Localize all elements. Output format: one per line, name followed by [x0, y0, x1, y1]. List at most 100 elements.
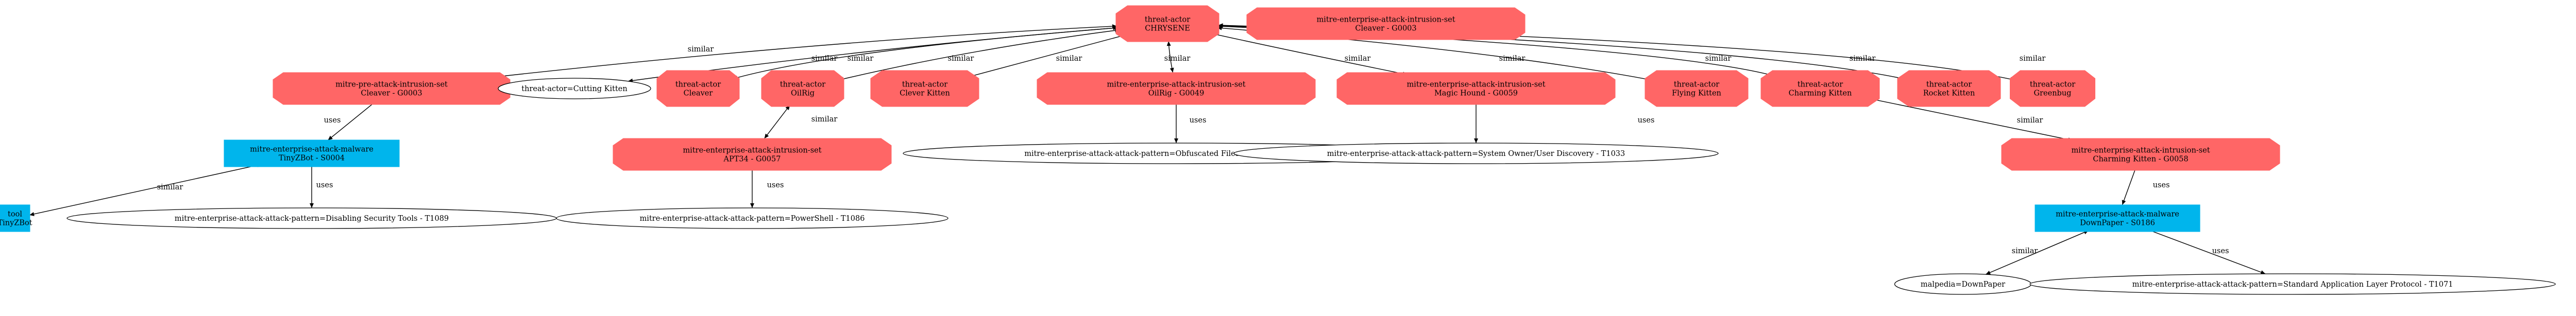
edge-label: uses: [2212, 247, 2229, 255]
edge-label: similar: [1499, 55, 1526, 63]
octagon-shape: [2010, 70, 2095, 107]
edge-oilrig-g0049-to-t1027: uses: [1174, 104, 1206, 143]
node-label-line: TinyZBot: [0, 219, 32, 227]
node-label-line: threat-actor: [780, 81, 825, 89]
edge-downpaper-to-malpedia-downpaper: similar: [1985, 230, 2089, 275]
edge-label: similar: [811, 55, 838, 63]
node-label-line: mitre-enterprise-attack-malware: [2056, 210, 2179, 219]
node-label-line: mitre-enterprise-attack-intrusion-set: [1406, 81, 1545, 89]
node-downpaper[interactable]: mitre-enterprise-attack-malwareDownPaper…: [2035, 204, 2200, 232]
edge-label: similar: [2020, 55, 2046, 63]
node-label-line: Cleaver - G0003: [361, 90, 422, 98]
node-cutting-kitten[interactable]: threat-actor=Cutting Kitten: [498, 78, 651, 99]
node-label-line: OilRig: [791, 90, 815, 98]
edge-apt34-to-t1086: uses: [750, 170, 784, 208]
node-label-line: mitre-pre-attack-intrusion-set: [335, 81, 448, 89]
node-label-line: CHRYSENE: [1145, 25, 1190, 33]
node-label-line: Charming Kitten - G0058: [2093, 155, 2188, 164]
box-shape: [0, 204, 30, 232]
octagon-shape: [870, 70, 979, 107]
octagon-shape: [2001, 138, 2280, 171]
node-label-line: Cleaver: [684, 90, 713, 98]
node-label-line: TinyZBot - S0004: [279, 154, 345, 163]
node-t1089[interactable]: mitre-enterprise-attack-attack-pattern=D…: [66, 207, 557, 229]
node-label-line: threat-actor=Cutting Kitten: [521, 85, 627, 93]
node-magic-hound[interactable]: mitre-enterprise-attack-intrusion-setMag…: [1336, 72, 1616, 105]
edge-label: similar: [1164, 55, 1191, 63]
node-label-line: OilRig - G0049: [1148, 90, 1205, 98]
octagon-shape: [1897, 70, 2001, 107]
edge-label: similar: [1345, 55, 1371, 63]
node-label-line: APT34 - G0057: [723, 155, 781, 164]
node-t1086[interactable]: mitre-enterprise-attack-attack-pattern=P…: [556, 207, 948, 229]
edge-line: [2150, 230, 2266, 274]
node-oilrig-g0049[interactable]: mitre-enterprise-attack-intrusion-setOil…: [1037, 72, 1316, 105]
octagon-shape: [273, 72, 511, 105]
node-label-line: DownPaper - S0186: [2080, 219, 2155, 227]
node-t1033[interactable]: mitre-enterprise-attack-attack-pattern=S…: [1233, 143, 1719, 164]
edge-chrysene-to-ta-clever-kitten: similar: [967, 33, 1127, 78]
node-tinyzbot-mw[interactable]: mitre-enterprise-attack-malwareTinyZBot …: [224, 139, 400, 167]
octagon-shape: [613, 138, 892, 171]
node-label-line: Rocket Kitten: [1923, 90, 1975, 98]
edge-line: [1869, 97, 2073, 142]
edge-magic-hound-to-t1033: uses: [1474, 104, 1655, 143]
node-label-line: threat-actor: [1926, 81, 1972, 89]
edge-line: [2122, 170, 2136, 205]
edge-label: similar: [157, 183, 183, 191]
edge-ta-charming-kitten-to-charming-g0058: similar: [1869, 97, 2073, 142]
node-apt34[interactable]: mitre-enterprise-attack-intrusion-setAPT…: [613, 138, 892, 171]
node-t1071[interactable]: mitre-enterprise-attack-attack-pattern=S…: [2029, 273, 2556, 295]
octagon-shape: [1246, 7, 1526, 40]
octagon-shape: [761, 70, 844, 107]
box-shape: [224, 139, 400, 167]
edge-label: uses: [1638, 116, 1655, 125]
nodes-layer: threat-actorCHRYSENEmitre-enterprise-att…: [0, 5, 2556, 295]
edge-tinyzbot-mw-to-t1089: uses: [310, 167, 333, 208]
node-label-line: mitre-enterprise-attack-intrusion-set: [1316, 16, 1455, 24]
octagon-shape: [1760, 70, 1880, 107]
ellipse-shape: [2029, 273, 2556, 295]
node-label-line: mitre-enterprise-attack-malware: [250, 146, 374, 154]
edge-charming-g0058-to-downpaper: uses: [2122, 170, 2170, 205]
edge-label: similar: [1705, 55, 1732, 63]
node-cleaver-g0003-ent[interactable]: mitre-enterprise-attack-intrusion-setCle…: [1246, 7, 1526, 40]
edge-label: similar: [811, 115, 838, 124]
octagon-shape: [1336, 72, 1616, 105]
node-label-line: Magic Hound - G0059: [1434, 90, 1518, 98]
node-label-line: Greenbug: [2034, 90, 2072, 98]
node-malpedia-downpaper[interactable]: malpedia=DownPaper: [1894, 273, 2032, 295]
ellipse-shape: [1233, 143, 1719, 164]
node-label-line: mitre-enterprise-attack-attack-pattern=D…: [175, 215, 449, 223]
edge-label: uses: [2153, 181, 2170, 189]
node-label-line: mitre-enterprise-attack-intrusion-set: [683, 147, 821, 155]
octagon-shape: [1115, 5, 1219, 42]
edge-line: [1985, 230, 2089, 275]
edge-label: uses: [316, 181, 333, 189]
edge-downpaper-to-t1071: uses: [2150, 230, 2266, 274]
edge-label: uses: [767, 181, 784, 189]
edge-line: [967, 33, 1127, 78]
node-label-line: Flying Kitten: [1672, 90, 1721, 98]
octagon-shape: [1645, 70, 1749, 107]
edge-label: similar: [2012, 247, 2038, 255]
edge-cleaver-g0003-pre-to-tinyzbot-mw: uses: [324, 104, 372, 141]
node-label-line: mitre-enterprise-attack-attack-pattern=P…: [640, 215, 865, 223]
node-charming-g0058[interactable]: mitre-enterprise-attack-intrusion-setCha…: [2001, 138, 2280, 171]
node-label-line: mitre-enterprise-attack-attack-pattern=S…: [2132, 280, 2453, 289]
ellipse-shape: [556, 207, 948, 229]
node-label-line: threat-actor: [1674, 81, 1719, 89]
edge-label: uses: [324, 116, 341, 125]
edge-label: similar: [948, 55, 974, 63]
